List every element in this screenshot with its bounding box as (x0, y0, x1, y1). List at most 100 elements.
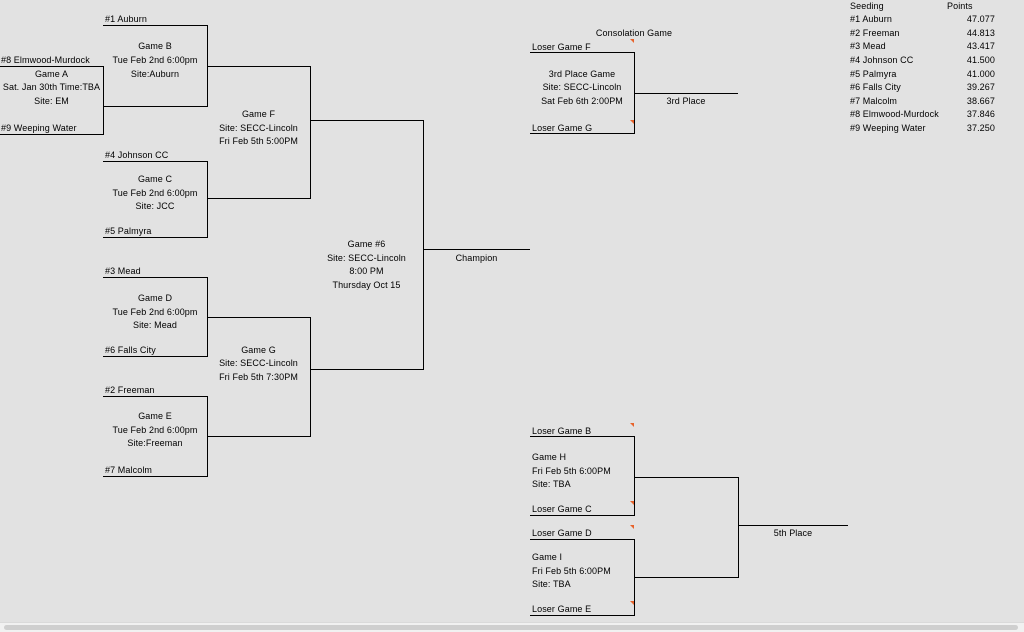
column-divider (310, 0, 311, 622)
seeding-team-cell[interactable]: #5 Palmyra (850, 69, 897, 79)
game-c-title[interactable]: Game C (137, 174, 173, 184)
seeding-team-cell[interactable]: #7 Malcolm (850, 96, 898, 106)
consolation-when[interactable]: Sat Feb 6th 2:00PM (541, 96, 623, 106)
bracket-line (634, 477, 739, 478)
seeding-points-cell[interactable]: 41.500 (966, 55, 995, 65)
game-c-site[interactable]: Site: JCC (135, 201, 175, 211)
comment-marker-icon[interactable] (630, 525, 634, 529)
bracket-line (103, 356, 208, 357)
bracket-line (103, 106, 208, 107)
game-i-loser-bottom[interactable]: Loser Game E (532, 604, 592, 614)
bracket-line (310, 66, 311, 199)
scrollbar-thumb[interactable] (4, 625, 1018, 630)
seeding-team-cell[interactable]: #1 Auburn (850, 14, 892, 24)
game-g-site[interactable]: Site: SECC-Lincoln (219, 358, 298, 368)
seeding-points-cell[interactable]: 41.000 (966, 69, 995, 79)
final-title[interactable]: Game #6 (347, 239, 386, 249)
game-g-title[interactable]: Game G (241, 345, 276, 355)
seeding-team-cell[interactable]: #3 Mead (850, 41, 886, 51)
points-header[interactable]: Points (947, 1, 973, 11)
game-a-team-top[interactable]: #8 Elmwood-Murdock (1, 55, 90, 65)
game-f-when[interactable]: Fri Feb 5th 5:00PM (219, 136, 298, 146)
game-a-site[interactable]: Site: EM (34, 96, 69, 106)
consolation-site[interactable]: Site: SECC-Lincoln (542, 82, 622, 92)
game-e-team-top[interactable]: #2 Freeman (105, 385, 155, 395)
game-f-site[interactable]: Site: SECC-Lincoln (219, 123, 298, 133)
comment-marker-icon[interactable] (630, 601, 634, 605)
seeding-team-cell[interactable]: #8 Elmwood-Murdock (850, 109, 939, 119)
game-d-team-bottom[interactable]: #6 Falls City (105, 345, 156, 355)
game-a-team-bottom[interactable]: #9 Weeping Water (1, 123, 77, 133)
seeding-points-cell[interactable]: 47.077 (966, 14, 995, 24)
seeding-points-cell[interactable]: 39.267 (966, 82, 995, 92)
game-b-when[interactable]: Tue Feb 2nd 6:00pm (112, 55, 198, 65)
consolation-loser-top[interactable]: Loser Game F (532, 42, 591, 52)
consolation-loser-bottom[interactable]: Loser Game G (532, 123, 593, 133)
final-site[interactable]: Site: SECC-Lincoln (327, 253, 406, 263)
game-e-site[interactable]: Site:Freeman (127, 438, 183, 448)
seeding-team-cell[interactable]: #2 Freeman (850, 28, 900, 38)
bracket-line (634, 436, 635, 516)
seeding-header[interactable]: Seeding (850, 1, 884, 11)
bracket-line (530, 436, 635, 437)
game-d-title[interactable]: Game D (137, 293, 173, 303)
game-i-title[interactable]: Game I (532, 552, 563, 562)
third-place-label[interactable]: 3rd Place (666, 96, 706, 106)
fifth-place-label[interactable]: 5th Place (773, 528, 813, 538)
game-f-title[interactable]: Game F (241, 109, 276, 119)
bracket-line (103, 396, 208, 397)
seeding-points-cell[interactable]: 44.813 (966, 28, 995, 38)
game-h-loser-top[interactable]: Loser Game B (532, 426, 592, 436)
game-h-when[interactable]: Fri Feb 5th 6:00PM (532, 466, 611, 476)
final-time[interactable]: 8:00 PM (349, 266, 384, 276)
game-g-when[interactable]: Fri Feb 5th 7:30PM (219, 372, 298, 382)
consolation-header[interactable]: Consolation Game (595, 28, 673, 38)
column-divider (997, 0, 998, 622)
game-d-when[interactable]: Tue Feb 2nd 6:00pm (112, 307, 198, 317)
column-divider (848, 0, 849, 622)
game-h-loser-bottom[interactable]: Loser Game C (532, 504, 592, 514)
seeding-points-cell[interactable]: 37.846 (966, 109, 995, 119)
game-e-when[interactable]: Tue Feb 2nd 6:00pm (112, 425, 198, 435)
seeding-points-cell[interactable]: 43.417 (966, 41, 995, 51)
horizontal-scrollbar[interactable] (0, 622, 1024, 632)
bracket-line (310, 317, 311, 437)
consolation-title[interactable]: 3rd Place Game (548, 69, 616, 79)
seeding-team-cell[interactable]: #6 Falls City (850, 82, 901, 92)
bracket-line (634, 93, 738, 94)
game-i-site[interactable]: Site: TBA (532, 579, 571, 589)
game-e-team-bottom[interactable]: #7 Malcolm (105, 465, 153, 475)
game-d-site[interactable]: Site: Mead (132, 320, 178, 330)
game-b-title[interactable]: Game B (138, 41, 172, 51)
seeding-team-cell[interactable]: #9 Weeping Water (850, 123, 926, 133)
game-i-loser-top[interactable]: Loser Game D (532, 528, 592, 538)
game-c-when[interactable]: Tue Feb 2nd 6:00pm (112, 188, 198, 198)
comment-marker-icon[interactable] (630, 501, 634, 505)
comment-marker-icon[interactable] (630, 120, 634, 124)
game-c-team-top[interactable]: #4 Johnson CC (105, 150, 169, 160)
game-a-title[interactable]: Game A (34, 69, 69, 79)
seeding-points-cell[interactable]: 37.250 (966, 123, 995, 133)
bracket-line (103, 476, 208, 477)
game-a-when[interactable]: Sat. Jan 30th Time:TBA (2, 82, 101, 92)
column-divider (945, 0, 946, 622)
game-b-site[interactable]: Site:Auburn (130, 69, 180, 79)
game-b-team-top[interactable]: #1 Auburn (105, 14, 147, 24)
seeding-points-cell[interactable]: 38.667 (966, 96, 995, 106)
champion-label[interactable]: Champion (455, 253, 498, 263)
comment-marker-icon[interactable] (630, 423, 634, 427)
seeding-team-cell[interactable]: #4 Johnson CC (850, 55, 914, 65)
game-c-team-bottom[interactable]: #5 Palmyra (105, 226, 152, 236)
final-date[interactable]: Thursday Oct 15 (332, 280, 401, 290)
bracket-line (207, 436, 311, 437)
game-d-team-top[interactable]: #3 Mead (105, 266, 141, 276)
game-i-when[interactable]: Fri Feb 5th 6:00PM (532, 566, 611, 576)
game-e-title[interactable]: Game E (138, 411, 172, 421)
comment-marker-icon[interactable] (630, 39, 634, 43)
bracket-line (310, 369, 424, 370)
bracket-line (310, 120, 424, 121)
game-h-site[interactable]: Site: TBA (532, 479, 571, 489)
column-divider (103, 0, 104, 622)
game-h-title[interactable]: Game H (532, 452, 567, 462)
